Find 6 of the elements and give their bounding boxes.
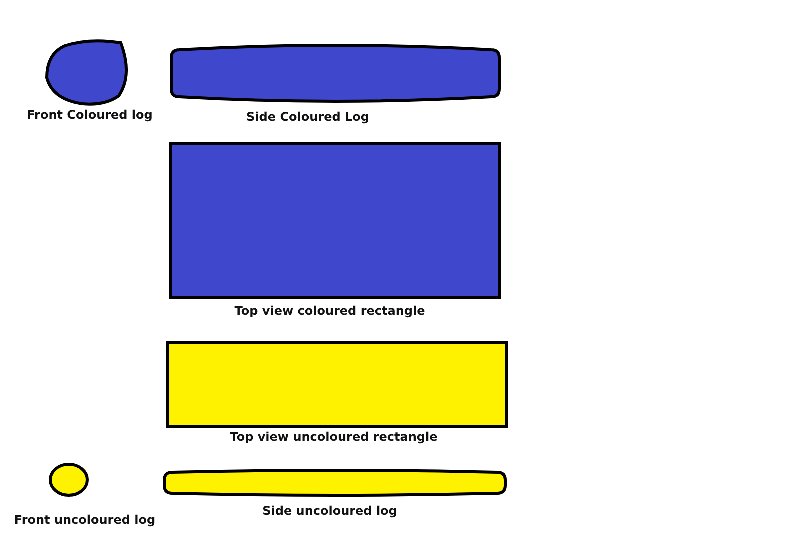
shape-caption: Front uncoloured log <box>14 513 156 527</box>
shape-caption: Front Coloured log <box>27 108 153 122</box>
shape-caption: Top view coloured rectangle <box>234 304 426 318</box>
shape-caption: Side Coloured Log <box>246 110 370 124</box>
shape-caption: Top view uncoloured rectangle <box>230 430 438 444</box>
shape-caption: Side uncoloured log <box>262 504 398 518</box>
